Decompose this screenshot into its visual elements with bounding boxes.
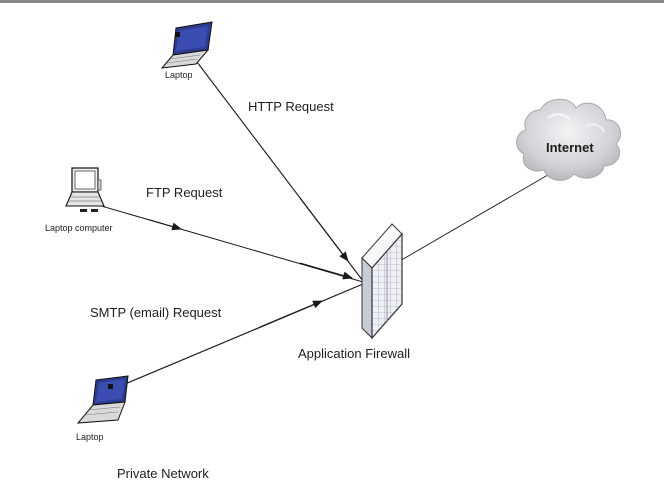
private-network-label: Private Network — [117, 466, 209, 481]
connection-http — [196, 61, 364, 282]
connection-internet — [397, 171, 554, 263]
http-request-label: HTTP Request — [248, 99, 334, 114]
internet-cloud-icon — [516, 98, 621, 181]
laptop-computer-icon — [65, 167, 105, 212]
connection-smtp — [124, 283, 364, 385]
firewall-icon — [361, 223, 403, 340]
laptop-bottom-label: Laptop — [76, 432, 104, 442]
laptop-top-label: Laptop — [165, 70, 193, 80]
smtp-request-label: SMTP (email) Request — [90, 305, 222, 320]
firewall-label: Application Firewall — [298, 346, 410, 361]
laptop-bottom-icon — [76, 375, 129, 424]
top-divider — [0, 0, 664, 3]
connection-ftp — [97, 204, 364, 283]
laptop-computer-label: Laptop computer — [45, 223, 113, 233]
internet-label: Internet — [546, 140, 594, 155]
laptop-top-icon — [160, 21, 213, 69]
ftp-request-label: FTP Request — [146, 185, 223, 200]
